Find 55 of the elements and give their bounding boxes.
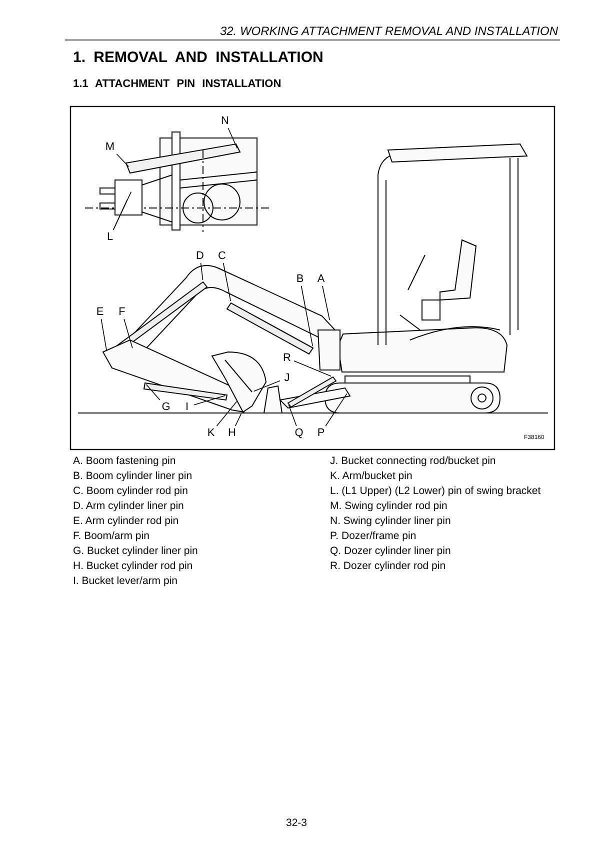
leader-line [194,395,226,406]
legend-item: I. Bucket lever/arm pin [73,575,178,587]
leader-line [322,286,330,320]
leader-line [294,360,332,377]
section-title: 1. REMOVAL AND INSTALLATION [73,49,324,66]
leader-line [300,286,314,346]
legend-item: N. Swing cylinder liner pin [330,515,451,527]
callout-letter: L [103,230,117,244]
leader-line [222,262,232,302]
legend-item: C. Boom cylinder rod pin [73,485,188,497]
callout-letter: F [115,305,129,319]
legend-item: G. Bucket cylinder liner pin [73,545,198,557]
leader-line [228,128,238,149]
legend-item: E. Arm cylinder rod pin [73,515,179,527]
leader-line [100,318,108,352]
callout-letter: Q [292,426,306,440]
callout-letter: H [225,426,239,440]
legend-item: A. Boom fastening pin [73,455,176,467]
callout-letter: D [193,249,207,263]
legend-item: H. Bucket cylinder rod pin [73,560,193,572]
legend-item: R. Dozer cylinder rod pin [330,560,446,572]
leader-line [253,380,280,392]
leader-line [234,413,242,426]
leader-line [112,191,132,230]
legend-item: F. Boom/arm pin [73,530,150,542]
leader-line [325,393,348,426]
callout-letter: P [314,426,328,440]
legend-item: M. Swing cylinder rod pin [330,500,448,512]
callout-letter: B [293,272,307,286]
leader-line [216,401,238,426]
callout-letter: J [280,371,294,385]
callout-letter: R [280,351,294,365]
callout-letter: A [314,272,328,286]
leader-line [124,318,133,348]
callout-letter: M [103,140,117,154]
callout-letter: E [93,305,107,319]
leader-line [116,154,130,167]
leader-line [288,404,297,426]
legend-item: J. Bucket connecting rod/bucket pin [330,455,496,467]
leader-line [200,262,204,280]
callout-letter: C [215,249,229,263]
legend-item: L. (L1 Upper) (L2 Lower) pin of swing bracket [330,485,541,497]
callout-letter: N [218,114,232,128]
callout-letter: K [204,426,218,440]
subsection-title: 1.1 ATTACHMENT PIN INSTALLATION [73,78,282,90]
leader-line [146,384,160,400]
legend-item: P. Dozer/frame pin [330,530,416,542]
callout-letter: G [159,400,173,414]
legend-item: K. Arm/bucket pin [330,470,412,482]
legend-item: B. Boom cylinder liner pin [73,470,192,482]
page-number: 32-3 [286,817,308,829]
callout-letter: I [180,400,194,414]
legend-item: D. Arm cylinder liner pin [73,500,184,512]
legend-item: Q. Dozer cylinder liner pin [330,545,451,557]
chapter-header: 32. WORKING ATTACHMENT REMOVAL AND INSTALLATION [220,24,558,38]
